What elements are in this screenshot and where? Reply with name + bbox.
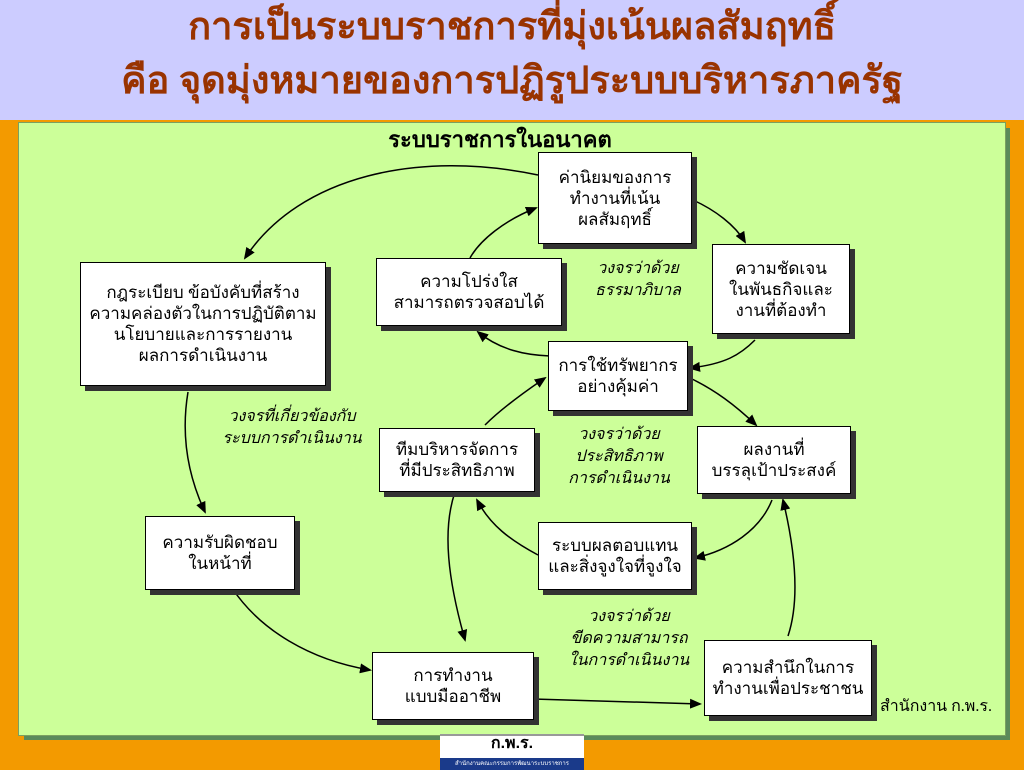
arrow-values-to-rules xyxy=(243,165,539,260)
box-line: และสิ่งจูงใจที่จูงใจ xyxy=(548,557,682,576)
box-resource-efficiency: การใช้ทรัพยากร อย่างคุ้มค่า xyxy=(548,341,688,411)
box-line: ผลการดำเนินงาน xyxy=(138,346,268,365)
box-line: ในหน้าที่ xyxy=(188,554,252,573)
label-line: ในการดำเนินงาน xyxy=(568,652,690,669)
box-line: ในพันธกิจและ xyxy=(729,279,833,299)
box-line: อย่างคุ้มค่า xyxy=(577,377,659,396)
label-line: การดำเนินงาน xyxy=(568,470,670,487)
arrow-resources-to-transparency xyxy=(476,330,551,357)
box-line: ความรับผิดชอบ xyxy=(162,533,278,552)
slide-title-line-1: การเป็นระบบราชการที่มุ่งเน้นผลสัมฤทธิ์ xyxy=(188,6,836,48)
arrow-results-to-rewards xyxy=(693,499,773,561)
box-flexible-regulations: กฎระเบียบ ข้อบังคับที่สร้าง ความคล่องตัว… xyxy=(80,262,326,386)
box-line: ความสำนึกในการ xyxy=(721,658,855,677)
label-line: ธรรมาภิบาล xyxy=(595,282,681,299)
box-line: การทำงาน xyxy=(413,666,493,685)
box-line: ความโปร่งใส xyxy=(420,272,518,291)
box-goal-achieving-results: ผลงานที่ บรรลุเป้าประสงค์ xyxy=(697,426,851,494)
box-effective-management-team: ทีมบริหารจัดการ ที่มีประสิทธิภาพ xyxy=(379,428,535,492)
box-line: ค่านิยมของการ xyxy=(558,167,672,187)
box-line: สามารถตรวจสอบได้ xyxy=(393,293,545,312)
box-line: ผลงานที่ xyxy=(743,440,805,459)
box-line: นโยบายและการรายงาน xyxy=(113,325,293,344)
box-line: ความชัดเจน xyxy=(735,258,827,278)
box-line: ทีมบริหารจัดการ xyxy=(395,440,519,459)
box-results-oriented-values: ค่านิยมของการ ทำงานที่เน้น ผลสัมฤทธิ์ xyxy=(538,152,692,244)
label-line: วงจรว่าด้วย xyxy=(597,260,679,277)
label-line: วงจรว่าด้วย xyxy=(578,426,660,443)
logo-subtext: สำนักงานคณะกรรมการพัฒนาระบบราชการ xyxy=(440,758,584,770)
arrow-team-to-professional xyxy=(447,491,468,642)
label-line: ระบบการดำเนินงาน xyxy=(222,430,362,447)
arrow-team-to-resources xyxy=(484,376,547,426)
arrow-values-to-clarity xyxy=(692,199,747,244)
diagram-title: ระบบราชการในอนาคต xyxy=(388,127,612,152)
arrow-clarity-to-resources xyxy=(688,339,756,372)
arrow-rewards-to-team xyxy=(476,498,539,556)
label-performance-system-cycle: วงจรที่เกี่ยวข้องกับ ระบบการดำเนินงาน xyxy=(206,406,378,450)
box-line: ผลสัมฤทธิ์ xyxy=(578,209,652,229)
label-line: วงจรที่เกี่ยวข้องกับ xyxy=(228,408,356,425)
arrow-transparency-to-values xyxy=(469,206,538,259)
box-line: งานที่ต้องทำ xyxy=(735,300,827,320)
box-line: ทำงานที่เน้น xyxy=(569,188,661,208)
box-incentive-system: ระบบผลตอบแทน และสิ่งจูงใจที่จูงใจ xyxy=(538,522,692,590)
box-line: แบบมืออาชีพ xyxy=(404,687,502,706)
arrow-public-to-results xyxy=(780,498,796,637)
arrow-resources-to-results xyxy=(689,377,758,427)
box-public-service-mind: ความสำนึกในการ ทำงานเพื่อประชาชน xyxy=(704,640,872,716)
box-accountability: ความรับผิดชอบ ในหน้าที่ xyxy=(145,516,295,590)
opdc-logo: ก.พ.ร. สำนักงานคณะกรรมการพัฒนาระบบราชการ xyxy=(440,734,584,770)
label-efficiency-cycle: วงจรว่าด้วย ประสิทธิภาพ การดำเนินงาน xyxy=(554,424,684,490)
box-line: ทำงานเพื่อประชาชน xyxy=(712,679,864,698)
box-mission-clarity: ความชัดเจน ในพันธกิจและ งานที่ต้องทำ xyxy=(712,244,850,334)
logo-text: ก.พ.ร. xyxy=(490,735,534,752)
arrow-accountability-to-professional xyxy=(231,587,372,674)
box-line: ความคล่องตัวในการปฏิบัติตาม xyxy=(89,304,317,323)
label-governance-cycle: วงจรว่าด้วย ธรรมาภิบาล xyxy=(578,258,698,302)
slide-header: การเป็นระบบราชการที่มุ่งเน้นผลสัมฤทธิ์ ค… xyxy=(0,0,1024,120)
label-line: ประสิทธิภาพ xyxy=(575,448,663,465)
box-line: กฎระเบียบ ข้อบังคับที่สร้าง xyxy=(106,283,300,302)
arrow-professional-to-public xyxy=(532,698,702,709)
box-line: การใช้ทรัพยากร xyxy=(558,356,678,375)
box-professional-work: การทำงาน แบบมืออาชีพ xyxy=(372,652,534,720)
box-line: บรรลุเป้าประสงค์ xyxy=(711,461,837,480)
box-line: ระบบผลตอบแทน xyxy=(551,536,679,555)
label-line: วงจรว่าด้วย xyxy=(588,608,670,625)
source-credit: สำนักงาน ก.พ.ร. xyxy=(880,698,992,715)
box-transparency: ความโปร่งใส สามารถตรวจสอบได้ xyxy=(376,258,562,326)
box-line: ที่มีประสิทธิภาพ xyxy=(399,461,515,480)
arrow-rules-to-accountability xyxy=(184,391,206,514)
label-capacity-cycle: วงจรว่าด้วย ขีดความสามารถ ในการดำเนินงาน xyxy=(554,606,704,672)
label-line: ขีดความสามารถ xyxy=(570,630,688,647)
slide-title-line-2: คือ จุดมุ่งหมายของการปฏิรูประบบบริหารภาค… xyxy=(121,60,903,102)
